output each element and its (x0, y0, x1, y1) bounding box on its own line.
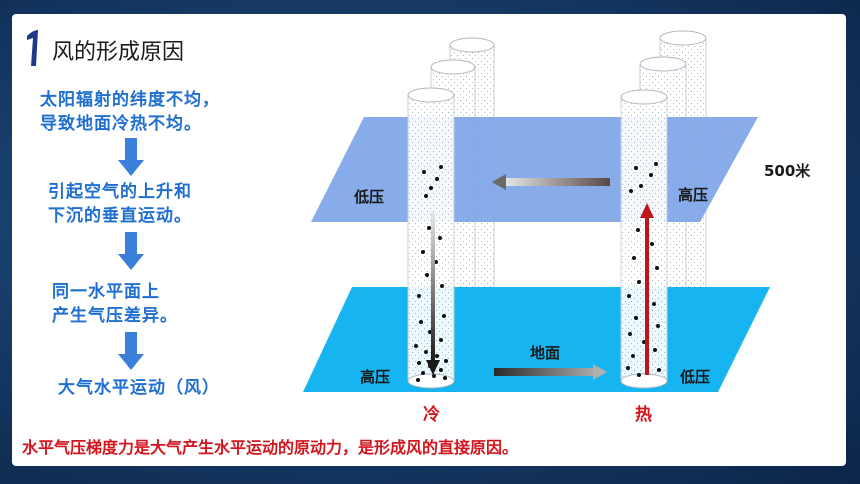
lower-left-pressure-label: 高压 (360, 368, 391, 386)
rising-air-arrow (640, 203, 654, 375)
step-2: 引起空气的上升和 下沉的垂直运动。 (48, 180, 192, 228)
down-arrow-icon (118, 138, 144, 176)
cold-column-particles (414, 165, 448, 382)
slide-title: 风的形成原因 (52, 40, 185, 65)
step-1-line-1: 太阳辐射的纬度不均， (40, 90, 220, 110)
conclusion-note: 水平气压梯度力是大气产生水平运动的原动力，是形成风的直接原因。 (22, 438, 519, 457)
hot-label: 热 (635, 405, 652, 425)
surface-flow-arrow (494, 364, 607, 380)
cylinder-hot-front (620, 89, 668, 389)
step-4: 大气水平运动（风） (58, 376, 220, 400)
step-2-line-1: 引起空气的上升和 (48, 182, 192, 202)
upper-right-pressure-label: 高压 (678, 186, 709, 204)
down-arrow-icon (118, 232, 144, 270)
step-3-line-1: 同一水平面上 (52, 282, 160, 302)
ground-label: 地面 (530, 344, 561, 362)
step-3-line-2: 产生气压差异。 (52, 306, 178, 326)
down-arrow-icon (118, 332, 144, 370)
lower-right-pressure-label: 低压 (680, 368, 711, 386)
altitude-label: 500米 (764, 162, 811, 180)
step-1-line-2: 导致地面冷热不均。 (40, 114, 202, 134)
number-one-brush-icon (27, 30, 38, 66)
step-1: 太阳辐射的纬度不均， 导致地面冷热不均。 (40, 88, 220, 136)
cold-label: 冷 (423, 405, 440, 425)
sinking-air-arrow (426, 212, 440, 375)
step-3: 同一水平面上 产生气压差异。 (52, 280, 178, 328)
upper-left-pressure-label: 低压 (354, 188, 385, 206)
step-2-line-2: 下沉的垂直运动。 (48, 206, 192, 226)
step-4-line-1: 大气水平运动（风） (58, 378, 220, 398)
upper-flow-arrow (492, 174, 610, 190)
